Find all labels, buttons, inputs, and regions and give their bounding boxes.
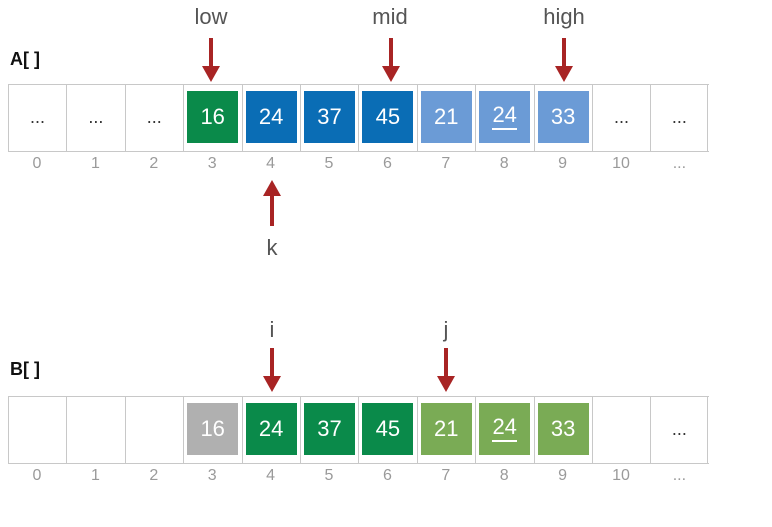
value-text: 33 — [550, 104, 576, 129]
array-cell: 24 — [475, 85, 533, 151]
index-label: 1 — [90, 155, 100, 172]
value-box: 33 — [537, 91, 589, 143]
pointer-mid-arrow — [382, 38, 400, 82]
value-box: 45 — [362, 91, 414, 143]
pointer-j-label: j — [443, 317, 449, 342]
pointer-k-label: k — [266, 235, 278, 260]
array-cell — [66, 397, 124, 463]
index-label: 6 — [382, 467, 392, 484]
value-text: 45 — [375, 104, 401, 129]
value-text: 16 — [200, 416, 225, 441]
value-box: 37 — [304, 403, 355, 455]
pointer-j-arrow — [437, 348, 455, 392]
index-label: 10 — [612, 155, 630, 172]
index-label: 5 — [324, 467, 334, 484]
index-label: ... — [672, 467, 687, 484]
array-cell: ... — [124, 85, 183, 151]
value-box: 21 — [420, 403, 472, 455]
array-cell: 37 — [300, 85, 358, 151]
value-text: 21 — [434, 416, 459, 441]
index-label: 3 — [207, 155, 217, 172]
pointer-low-arrow — [202, 38, 220, 82]
pointer-low-label: low — [194, 4, 228, 29]
placeholder-text: ... — [88, 107, 104, 127]
pointer-high-arrow — [555, 38, 573, 82]
index-label: 9 — [558, 467, 568, 484]
value-text: 33 — [550, 416, 576, 441]
array-cell: 45 — [358, 85, 416, 151]
value-text: 37 — [317, 104, 342, 129]
array-cell: ... — [66, 85, 124, 151]
value-text: 24 — [258, 416, 284, 441]
array-cell: 45 — [358, 397, 416, 463]
array-cell — [8, 397, 66, 463]
index-label: 0 — [32, 155, 42, 172]
index-label: 8 — [499, 155, 509, 172]
pointer-i-label: i — [269, 317, 275, 342]
array-cell: ... — [650, 397, 709, 463]
array-a-name: A[ ] — [10, 49, 40, 69]
index-label: 7 — [441, 467, 451, 484]
array-cell: 21 — [416, 85, 475, 151]
value-text: 45 — [375, 416, 401, 441]
value-text: 24 — [492, 104, 517, 130]
index-label: 6 — [382, 155, 392, 172]
array-b-row: 16 24 37 45 21 24 33... — [8, 396, 709, 464]
index-label: 2 — [149, 467, 159, 484]
value-box: 21 — [420, 91, 472, 143]
pointer-high-label: high — [543, 4, 585, 29]
array-cell: ... — [592, 85, 650, 151]
placeholder-text: ... — [613, 107, 629, 127]
index-label: 2 — [149, 155, 159, 172]
array-cell: 24 — [241, 85, 300, 151]
value-text: 37 — [317, 416, 342, 441]
value-box: 24 — [479, 403, 531, 455]
index-label: 4 — [266, 155, 276, 172]
index-label: 8 — [499, 467, 509, 484]
index-label: 9 — [558, 155, 568, 172]
array-cell: 37 — [300, 397, 358, 463]
array-cell — [124, 397, 183, 463]
index-label: 5 — [324, 155, 334, 172]
placeholder-text: ... — [29, 107, 45, 127]
pointer-k-arrow — [263, 180, 281, 226]
value-box: 16 — [187, 403, 239, 455]
value-box: 24 — [479, 91, 531, 143]
array-cell: ... — [650, 85, 709, 151]
array-b-name: B[ ] — [10, 359, 40, 379]
array-cell: 33 — [533, 85, 592, 151]
array-cell: 16 — [183, 397, 241, 463]
placeholder-text: ... — [671, 107, 687, 127]
array-cell — [592, 397, 650, 463]
array-cell: 16 — [183, 85, 241, 151]
value-text: 24 — [492, 416, 517, 442]
index-label: 10 — [612, 467, 630, 484]
value-text: 24 — [258, 104, 284, 129]
index-label: 3 — [207, 467, 217, 484]
value-box: 24 — [245, 91, 297, 143]
value-box: 45 — [362, 403, 414, 455]
array-cell: 24 — [241, 397, 300, 463]
placeholder-text: ... — [671, 419, 687, 439]
index-label: 4 — [266, 467, 276, 484]
value-text: 16 — [200, 104, 225, 129]
array-cell: ... — [8, 85, 66, 151]
index-label: 7 — [441, 155, 451, 172]
pointer-i-arrow — [263, 348, 281, 392]
index-label: ... — [672, 155, 687, 172]
index-label: 1 — [90, 467, 100, 484]
value-box: 24 — [245, 403, 297, 455]
value-box: 16 — [187, 91, 239, 143]
array-cell: 33 — [533, 397, 592, 463]
value-box: 33 — [537, 403, 589, 455]
array-cell: 24 — [475, 397, 533, 463]
index-label: 0 — [32, 467, 42, 484]
value-box: 37 — [304, 91, 355, 143]
placeholder-text: ... — [146, 107, 162, 127]
array-cell: 21 — [416, 397, 475, 463]
value-text: 21 — [434, 104, 459, 129]
array-a-row: ......... 16 24 37 45 21 24 33...... — [8, 84, 709, 152]
pointer-mid-label: mid — [372, 4, 408, 29]
